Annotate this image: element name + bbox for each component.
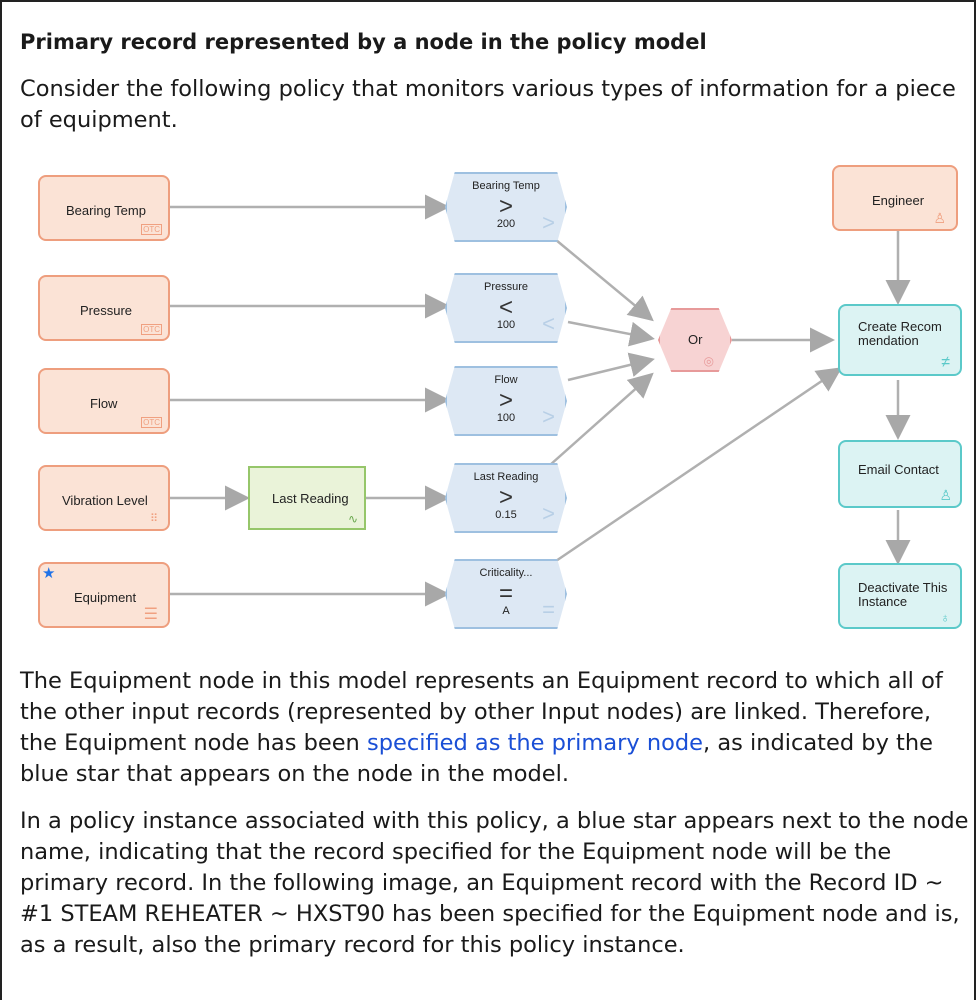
input-node-bearing-temp[interactable]: Bearing Temp OTC <box>38 175 170 241</box>
value: A <box>502 605 510 617</box>
node-label: Equipment <box>74 590 137 605</box>
node-label: Bearing Temp <box>66 203 146 218</box>
node-label: Flow <box>494 374 518 386</box>
list-icon: ☰ <box>143 606 158 623</box>
condition-node-pressure[interactable]: Pressure < 100 < <box>445 273 567 343</box>
operator-watermark: < <box>542 311 555 336</box>
primary-star-icon: ★ <box>42 565 56 582</box>
value: 0.15 <box>495 509 517 521</box>
policy-model-diagram: Bearing Temp OTC Pressure OTC Flow OTC V… <box>20 160 965 640</box>
value: 200 <box>496 218 516 230</box>
action-node-create-recommendation[interactable]: Create Recom mendation ≠ <box>838 304 962 376</box>
action-node-email-contact[interactable]: Email Contact ♙ <box>838 440 962 508</box>
logic-node-or[interactable]: Or ◎ <box>658 308 732 372</box>
operator-watermark: = <box>542 597 555 622</box>
node-label: Flow <box>90 396 118 411</box>
input-node-engineer[interactable]: Engineer ♙ <box>832 165 958 231</box>
operator: < <box>498 294 513 321</box>
operator: > <box>498 484 513 511</box>
node-label: Engineer <box>872 193 925 208</box>
condition-node-bearing-temp[interactable]: Bearing Temp > 200 > <box>445 172 567 242</box>
person-icon: ♙ <box>933 210 946 226</box>
action-node-deactivate-instance[interactable]: Deactivate This Instance ♁ <box>838 563 962 629</box>
edge <box>549 234 654 322</box>
overlap-circles-icon: ◎ <box>703 354 714 368</box>
primary-node-paragraph: The Equipment node in this model represe… <box>20 666 970 790</box>
node-label: Vibration Level <box>62 493 148 508</box>
section-heading: Primary record represented by a node in … <box>20 30 707 54</box>
input-node-flow[interactable]: Flow OTC <box>38 368 170 434</box>
operator-watermark: > <box>542 210 555 235</box>
node-label: Or <box>688 332 703 347</box>
policy-instance-paragraph: In a policy instance associated with thi… <box>20 808 969 958</box>
condition-node-last-reading[interactable]: Last Reading > 0.15 > <box>445 463 567 533</box>
node-label: Email Contact <box>858 462 939 477</box>
para-text: The Equipment node in this model represe… <box>20 668 943 756</box>
edge <box>567 320 655 347</box>
bulb-icon: ♁ <box>940 610 950 625</box>
input-node-pressure[interactable]: Pressure OTC <box>38 275 170 341</box>
primary-node-link[interactable]: specified as the primary node <box>366 730 704 756</box>
node-label: Pressure <box>80 303 133 318</box>
node-label: Deactivate This Instance <box>858 580 948 609</box>
operator-watermark: > <box>542 501 555 526</box>
input-node-vibration-level[interactable]: Vibration Level ⠿ <box>38 465 170 531</box>
operator: > <box>498 193 513 220</box>
node-label: Last Reading <box>272 491 349 506</box>
grid-dots-icon: ⠿ <box>149 513 158 525</box>
calculation-node-last-reading[interactable]: Last Reading ∿ <box>248 466 366 530</box>
curve-icon: ∿ <box>347 512 358 526</box>
node-label: Pressure <box>483 281 529 293</box>
node-label: Criticality... <box>479 567 533 579</box>
connectors <box>170 194 911 607</box>
input-node-equipment[interactable]: ★ Equipment ☰ <box>38 562 170 628</box>
node-label: Last Reading <box>473 471 539 483</box>
edge <box>567 352 655 382</box>
node-label: Create Recom mendation <box>858 319 942 348</box>
operator-watermark: > <box>542 404 555 429</box>
value: 100 <box>496 412 516 424</box>
edge <box>549 372 654 466</box>
operator: = <box>498 580 513 607</box>
value: 100 <box>496 319 516 331</box>
condition-node-criticality[interactable]: Criticality... = A = <box>445 559 567 629</box>
otc-icon: OTC <box>141 417 162 428</box>
edge <box>549 367 843 567</box>
otc-icon: OTC <box>141 324 162 335</box>
operator: > <box>498 387 513 414</box>
not-equal-icon: ≠ <box>941 354 950 371</box>
intro-paragraph: Consider the following policy that monit… <box>20 76 956 133</box>
para-text: , as indicated by the blue star that app… <box>20 730 933 787</box>
person-mail-icon: ♙ <box>939 487 952 503</box>
node-label: Bearing Temp <box>472 180 540 192</box>
condition-node-flow[interactable]: Flow > 100 > <box>445 366 567 436</box>
otc-icon: OTC <box>141 224 162 235</box>
